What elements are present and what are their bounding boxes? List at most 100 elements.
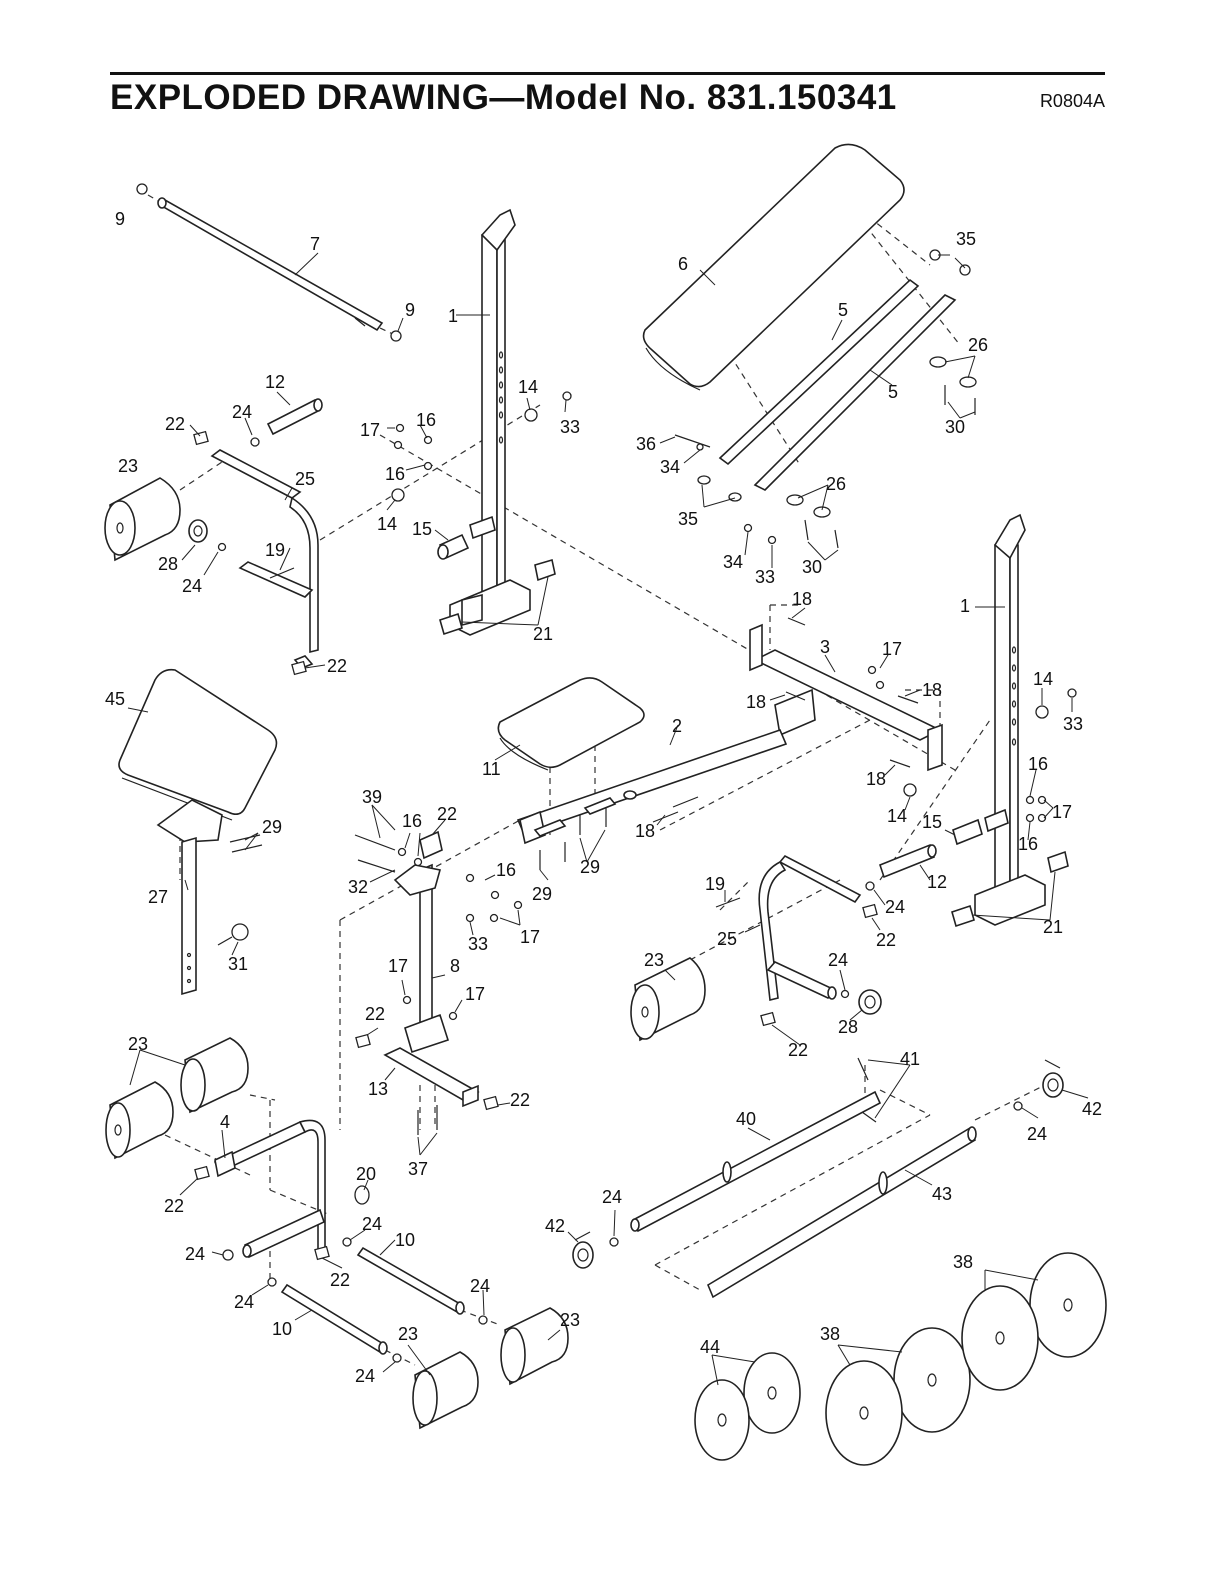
callout-1: 1	[448, 306, 458, 326]
callout-38: 38	[953, 1252, 973, 1272]
callout-22: 22	[437, 804, 457, 824]
callout-7: 7	[310, 234, 320, 254]
callout-22: 22	[876, 930, 896, 950]
callout-35: 35	[678, 509, 698, 529]
callout-23: 23	[118, 456, 138, 476]
callout-35: 35	[956, 229, 976, 249]
callout-9: 9	[405, 300, 415, 320]
callout-33: 33	[560, 417, 580, 437]
callout-24: 24	[232, 402, 252, 422]
callout-5: 5	[838, 300, 848, 320]
callout-15: 15	[922, 812, 942, 832]
callout-16: 16	[402, 811, 422, 831]
callout-26: 26	[968, 335, 988, 355]
part-27-preacher-post	[156, 799, 263, 996]
part-31-knob	[217, 923, 249, 946]
callout-24: 24	[185, 1244, 205, 1264]
callout-9: 9	[115, 209, 125, 229]
callout-24: 24	[885, 897, 905, 917]
part-7-bar	[157, 197, 384, 332]
part-4-hardware	[194, 1165, 488, 1363]
callout-23: 23	[398, 1324, 418, 1344]
part-10-tubes	[280, 1246, 465, 1355]
callout-22: 22	[165, 414, 185, 434]
callout-17: 17	[388, 956, 408, 976]
part-28-left-knob	[188, 519, 227, 552]
callout-34: 34	[723, 552, 743, 572]
callout-22: 22	[788, 1040, 808, 1060]
callout-33: 33	[468, 934, 488, 954]
callout-19: 19	[265, 540, 285, 560]
part-25-left-leg-lever	[210, 449, 319, 669]
part-42-collars	[572, 1059, 1064, 1269]
callout-44: 44	[700, 1337, 720, 1357]
part-8-seat-post	[393, 830, 450, 1054]
hardware-right-leg	[715, 881, 878, 1027]
callout-22: 22	[510, 1090, 530, 1110]
leader-lines	[127, 252, 1089, 1386]
callout-25: 25	[717, 929, 737, 949]
callout-17: 17	[882, 639, 902, 659]
callout-29: 29	[532, 884, 552, 904]
part-23-right-roller	[630, 957, 706, 1042]
callout-19: 19	[705, 874, 725, 894]
callout-40: 40	[736, 1109, 756, 1129]
callout-14: 14	[518, 377, 538, 397]
callout-23: 23	[128, 1034, 148, 1054]
part-15-right	[952, 808, 1009, 846]
callout-42: 42	[545, 1216, 565, 1236]
callout-33: 33	[1063, 714, 1083, 734]
part-23-rollers-bottom	[412, 1307, 569, 1430]
callout-39: 39	[362, 787, 382, 807]
part-15-left	[437, 515, 496, 560]
callout-10: 10	[395, 1230, 415, 1250]
callout-16: 16	[1028, 754, 1048, 774]
callout-22: 22	[365, 1004, 385, 1024]
callout-11: 11	[482, 759, 501, 779]
callout-22: 22	[164, 1196, 184, 1216]
part-21-feet-left	[439, 558, 556, 636]
callout-38: 38	[820, 1324, 840, 1344]
callout-30: 30	[802, 557, 822, 577]
part-28-right-knob	[840, 989, 882, 1015]
callout-29: 29	[580, 857, 600, 877]
hardware-left-leg	[193, 430, 307, 676]
part-3-crossbar	[749, 623, 943, 772]
callout-12: 12	[265, 372, 285, 392]
callout-26: 26	[826, 474, 846, 494]
part-4-leg-frame	[213, 1119, 326, 1260]
part-number-labels: 1 1 2 3 4 5 5 6 7 8 9 9 10 10 11 12 12 1…	[105, 209, 1102, 1386]
callout-14: 14	[377, 514, 397, 534]
callout-27: 27	[148, 887, 168, 907]
callout-32: 32	[348, 877, 368, 897]
seat-post-hardware	[354, 834, 523, 1049]
callout-4: 4	[220, 1112, 230, 1132]
callout-24: 24	[234, 1292, 254, 1312]
callout-14: 14	[1033, 669, 1053, 689]
callout-41: 41	[900, 1049, 920, 1069]
callout-33: 33	[755, 567, 775, 587]
part-44-plates	[694, 1352, 801, 1461]
header-rule	[110, 72, 1105, 75]
drawing-code: R0804A	[1039, 91, 1105, 111]
callout-21: 21	[1043, 917, 1063, 937]
callout-24: 24	[182, 576, 202, 596]
part-23-rollers-top-left	[105, 1037, 249, 1160]
callout-24: 24	[602, 1187, 622, 1207]
callout-25: 25	[295, 469, 315, 489]
part-23-left-roller	[104, 477, 181, 562]
part-38-plates	[825, 1252, 1107, 1466]
part-40-bar	[630, 1057, 882, 1233]
callout-24: 24	[362, 1214, 382, 1234]
callout-20: 20	[356, 1164, 376, 1184]
callout-24: 24	[1027, 1124, 1047, 1144]
page-title: EXPLODED DRAWING—Model No. 831.150341	[110, 78, 897, 117]
part-1-right-upright	[974, 513, 1046, 926]
callout-24: 24	[355, 1366, 375, 1386]
callout-28: 28	[158, 554, 178, 574]
callout-18: 18	[635, 821, 655, 841]
part-12-right-pin	[879, 843, 937, 879]
callout-15: 15	[412, 519, 432, 539]
callout-12: 12	[927, 872, 947, 892]
callout-42: 42	[1082, 1099, 1102, 1119]
